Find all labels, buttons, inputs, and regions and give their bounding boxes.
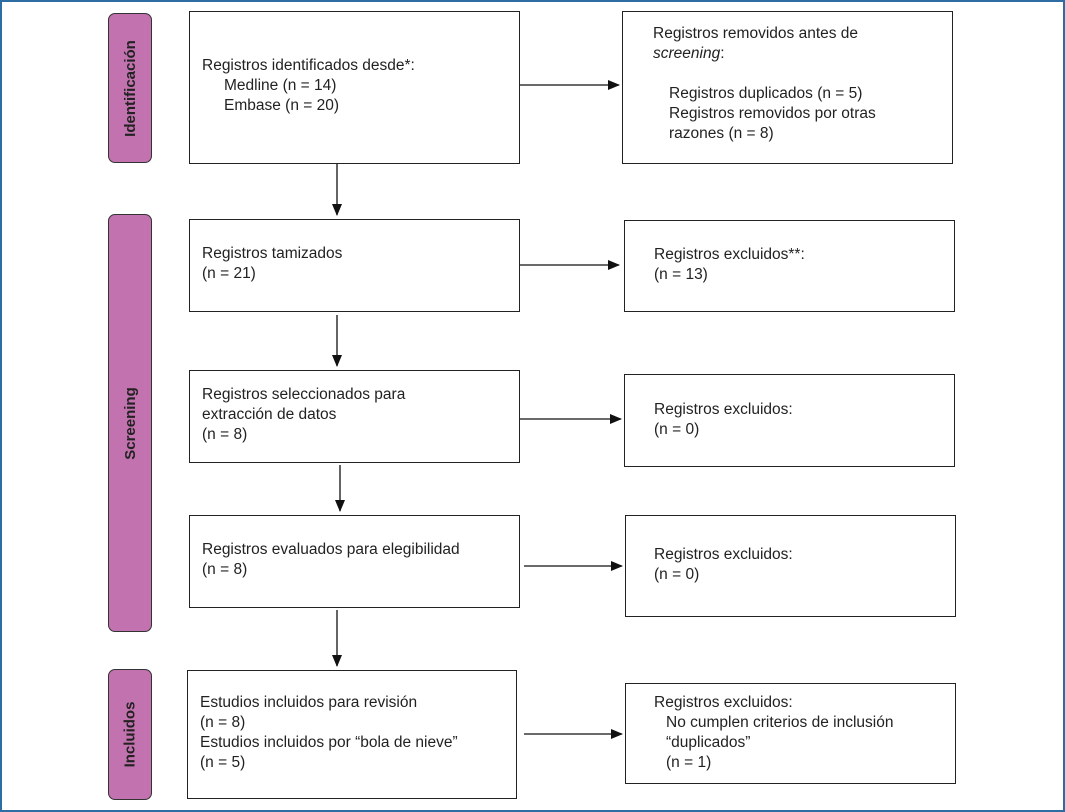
identified-medline: Medline (n = 14): [224, 77, 337, 94]
box-records-removed: Registros removidos antes de screening: …: [622, 11, 953, 164]
selected-line2: extracción de datos: [202, 406, 337, 423]
stage-included: Incluidos: [108, 669, 152, 800]
excluded4-reason: No cumplen criterios de inclusión: [666, 714, 894, 731]
included-count2: (n = 5): [200, 754, 246, 771]
excluded3-count: (n = 0): [654, 566, 700, 583]
removed-other-line2: razones (n = 8): [669, 125, 774, 142]
removed-title-suffix: :: [720, 45, 725, 62]
included-line2: Estudios incluidos por “bola de nieve”: [200, 734, 458, 751]
box-excluded-eligibility: Registros excluidos: (n = 0): [625, 515, 956, 617]
excluded4-title: Registros excluidos:: [654, 694, 793, 711]
box-records-screened: Registros tamizados (n = 21): [189, 219, 520, 312]
removed-other-line1: Registros removidos por otras: [669, 105, 876, 122]
excluded4-reason2: “duplicados”: [666, 734, 751, 751]
box-studies-included: Estudios incluidos para revisión (n = 8)…: [187, 670, 517, 799]
selected-line1: Registros seleccionados para: [202, 386, 406, 403]
selected-count: (n = 8): [202, 426, 248, 443]
screened-count: (n = 21): [202, 265, 256, 282]
excluded3-title: Registros excluidos:: [654, 546, 793, 563]
assessed-title: Registros evaluados para elegibilidad: [202, 541, 460, 558]
excluded1-title: Registros excluidos**:: [654, 246, 805, 263]
screened-title: Registros tamizados: [202, 245, 343, 262]
box-excluded-final: Registros excluidos: No cumplen criterio…: [625, 683, 956, 784]
identified-title: Registros identificados desde*:: [202, 57, 415, 74]
removed-title-line2: screening:: [653, 44, 940, 64]
included-count1: (n = 8): [200, 714, 246, 731]
removed-title-line1: Registros removidos antes de: [653, 25, 859, 42]
assessed-count: (n = 8): [202, 561, 248, 578]
stage-screening: Screening: [108, 214, 152, 632]
included-line1: Estudios incluidos para revisión: [200, 694, 418, 711]
box-records-selected: Registros seleccionados para extracción …: [189, 370, 520, 463]
box-excluded-screening: Registros excluidos**: (n = 13): [624, 220, 955, 312]
excluded2-count: (n = 0): [654, 421, 700, 438]
excluded4-count: (n = 1): [666, 754, 712, 771]
box-records-assessed: Registros evaluados para elegibilidad (n…: [189, 515, 520, 608]
box-excluded-selection: Registros excluidos: (n = 0): [624, 374, 955, 467]
removed-duplicates: Registros duplicados (n = 5): [669, 85, 863, 102]
identified-embase: Embase (n = 20): [224, 97, 340, 114]
excluded1-count: (n = 13): [654, 266, 708, 283]
box-records-identified: Registros identificados desde*: Medline …: [189, 11, 520, 164]
stage-identification: Identificación: [108, 13, 152, 163]
removed-title-italic: screening: [653, 45, 721, 62]
excluded2-title: Registros excluidos:: [654, 401, 793, 418]
